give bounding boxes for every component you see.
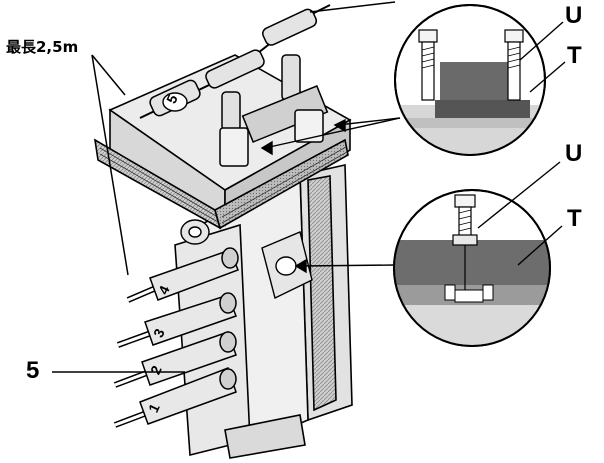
connector-4 xyxy=(126,247,239,303)
top-tube-assembly xyxy=(139,4,331,167)
label-u-bottom: U xyxy=(565,140,583,167)
top-tube-leader xyxy=(309,1,396,13)
detail-circle-top xyxy=(394,4,546,156)
max-length-label: 最長2,5m xyxy=(6,38,79,56)
label-five: 5 xyxy=(26,357,40,384)
label-t-bottom: T xyxy=(567,205,582,232)
length-leader-lines xyxy=(91,54,129,276)
connector-1 xyxy=(113,367,237,428)
label-u-top: U xyxy=(565,2,583,29)
detail-bottom-leaders xyxy=(477,161,563,266)
detail-arrows xyxy=(260,117,401,274)
connector-3 xyxy=(116,292,237,348)
label-t-top: T xyxy=(567,42,582,69)
top-connector-badge xyxy=(162,92,188,112)
side-knob xyxy=(180,219,210,245)
detail-circle-bottom xyxy=(393,189,551,347)
front-connectors xyxy=(113,247,239,428)
detail-top-leaders xyxy=(519,21,566,93)
heat-sink-fins xyxy=(99,146,348,224)
